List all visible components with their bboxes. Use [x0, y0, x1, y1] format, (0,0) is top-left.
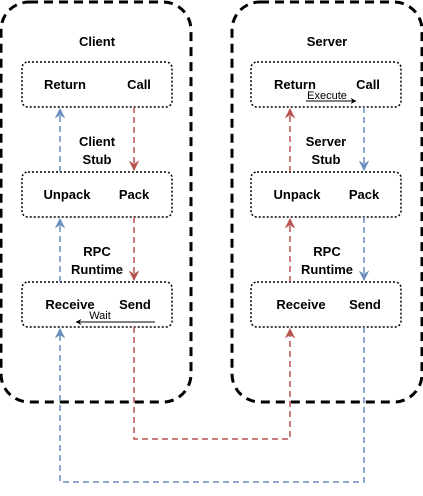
response-network-path	[54, 327, 365, 483]
server-receive-label: Receive	[276, 297, 325, 312]
server-return-label: Return	[274, 77, 316, 92]
server-call-label: Call	[356, 77, 380, 92]
client-title: Client	[79, 34, 116, 49]
server-unpack-label: Unpack	[274, 187, 322, 202]
server-stub-label-line2: Stub	[312, 152, 341, 167]
server-runtime-label-line1: RPC	[313, 244, 341, 259]
client-container	[0, 0, 193, 404]
server-execute-label: Execute	[307, 90, 347, 102]
client-stub-label-line2: Stub	[83, 152, 112, 167]
client-runtime-label-line2: Runtime	[71, 262, 123, 277]
client-stub-label-line1: Client	[79, 134, 116, 149]
client-runtime-label-line1: RPC	[83, 244, 111, 259]
server-runtime-label-line2: Runtime	[301, 262, 353, 277]
server-pack-label: Pack	[349, 187, 380, 202]
client-receive-label: Receive	[45, 297, 94, 312]
client-bottom-box	[21, 281, 173, 328]
client-return-label: Return	[44, 77, 86, 92]
server-title: Server	[307, 34, 347, 49]
request-network-path	[133, 327, 296, 440]
server-container	[230, 0, 423, 404]
client-mid-box	[21, 171, 173, 218]
client-send-label: Send	[119, 297, 151, 312]
client-wait-label: Wait	[89, 310, 111, 322]
server-send-label: Send	[349, 297, 381, 312]
server-bottom-box	[250, 281, 402, 328]
client-top-box	[21, 61, 173, 108]
client-call-label: Call	[127, 77, 151, 92]
client-pack-label: Pack	[119, 187, 150, 202]
server-top-box	[250, 61, 402, 108]
client-unpack-label: Unpack	[44, 187, 92, 202]
server-stub-label-line1: Server	[306, 134, 346, 149]
server-mid-box	[250, 171, 402, 218]
